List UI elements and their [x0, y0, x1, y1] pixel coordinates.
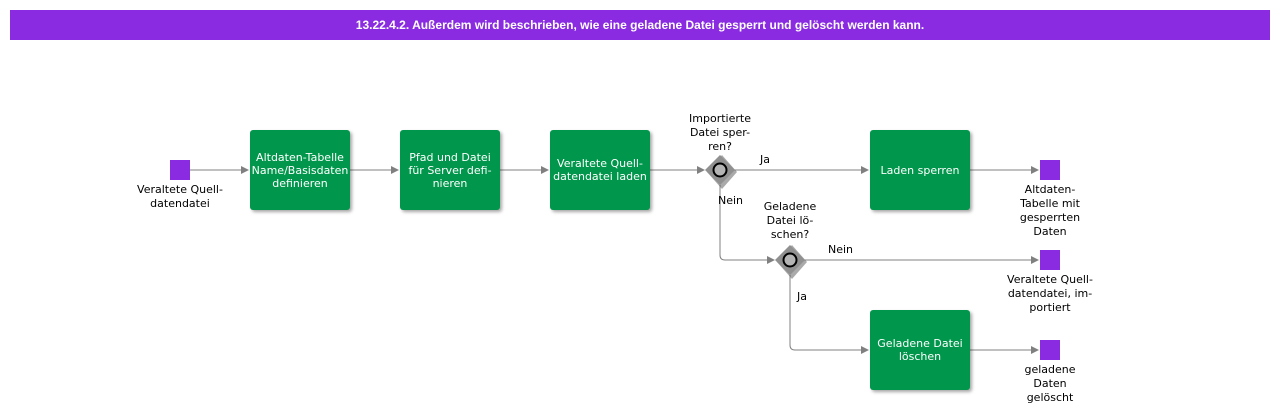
- start-event: [170, 160, 190, 180]
- gateway-geladen: [775, 245, 807, 279]
- task-laden-sperren[interactable]: Laden sperren: [870, 130, 970, 210]
- end-event-deleted-label: geladene Daten gelöscht: [1024, 363, 1076, 404]
- task-altdaten-tabelle[interactable]: Altdaten-Tabelle Name/Basisdaten definie…: [250, 130, 350, 210]
- connector: [789, 275, 869, 354]
- gateway-circle-icon: [782, 252, 798, 268]
- flow-label-ja: Ja: [797, 290, 807, 303]
- end-event-imported: [1040, 250, 1060, 270]
- connector: [719, 185, 775, 264]
- flow-label-nein: Nein: [718, 194, 744, 207]
- start-event-label: Veraltete Quell- datendatei: [137, 183, 223, 210]
- gateway-circle-icon: [712, 162, 728, 178]
- gateway-importiert-label: Importierte Datei sper- ren?: [689, 112, 751, 153]
- gateway-importiert: [705, 155, 737, 189]
- page-title: 13.22.4.2. Außerdem wird beschrieben, wi…: [10, 10, 1270, 40]
- gateway-geladen-label: Geladene Datei lö- schen?: [763, 200, 817, 241]
- task-datei-loeschen[interactable]: Geladene Datei löschen: [870, 310, 970, 390]
- task-pfad-definieren[interactable]: Pfad und Datei für Server defi- nieren: [400, 130, 500, 210]
- end-event-imported-label: Veraltete Quell- datendatei, im- portier…: [1007, 273, 1093, 314]
- end-event-locked: [1040, 160, 1060, 180]
- flow-label-ja: Ja: [760, 153, 770, 166]
- end-event-deleted: [1040, 340, 1060, 360]
- end-event-locked-label: Altdaten- Tabelle mit gesperrten Daten: [1019, 183, 1081, 238]
- task-datei-laden[interactable]: Veraltete Quell- datendatei laden: [550, 130, 650, 210]
- flow-label-nein: Nein: [828, 243, 854, 256]
